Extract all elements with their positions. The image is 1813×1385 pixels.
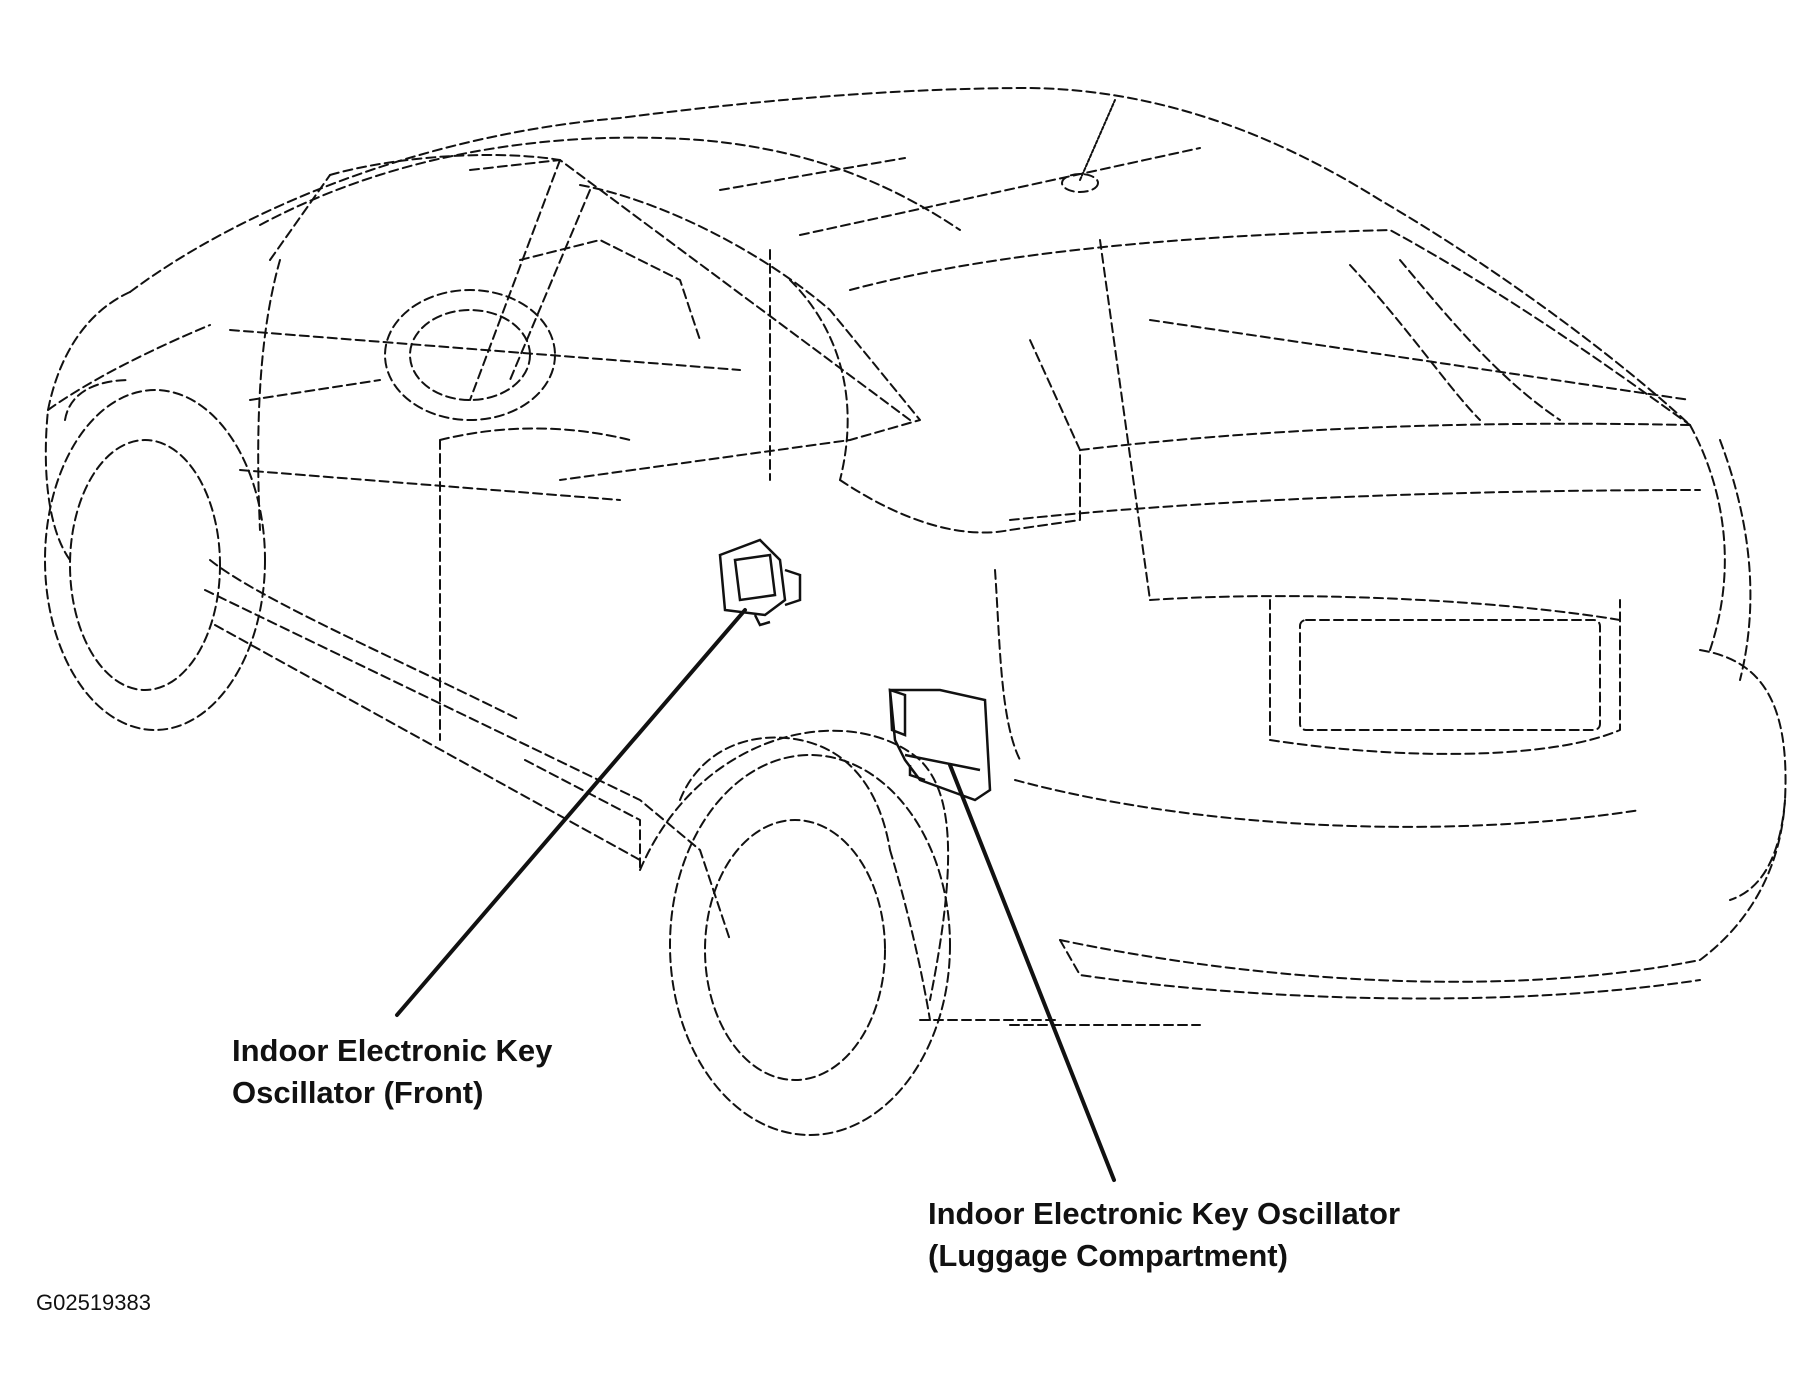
- leader-lines: [395, 608, 1116, 1182]
- rear-bumper: [1699, 649, 1787, 901]
- rear-wheel: [669, 736, 951, 1136]
- rear-window: [1099, 239, 1621, 621]
- a-pillar: [269, 159, 911, 421]
- front-oscillator-component: [718, 538, 802, 627]
- front-wheel: [44, 379, 266, 731]
- luggage-oscillator-component: [888, 688, 992, 802]
- callout-luggage-line2: (Luggage Compartment): [928, 1238, 1288, 1273]
- roof-line: [129, 87, 1691, 426]
- leader-line-front: [395, 608, 747, 1017]
- car-body-outline: [44, 87, 1787, 1136]
- b-pillar: [769, 249, 849, 481]
- side-sill: [204, 589, 731, 941]
- leader-line-luggage: [948, 763, 1116, 1182]
- roof-inner-line: [259, 136, 961, 231]
- callout-front-line1: Indoor Electronic Key: [232, 1033, 553, 1068]
- callout-label-front-oscillator: Indoor Electronic Key Oscillator (Front): [232, 1030, 552, 1114]
- rear-quarter: [839, 339, 1081, 534]
- antenna: [1079, 99, 1116, 181]
- callout-front-line2: Oscillator (Front): [232, 1075, 484, 1110]
- figure-id: G02519383: [36, 1290, 151, 1315]
- roof-rear-line: [849, 229, 1691, 426]
- front-door: [439, 427, 631, 741]
- callout-label-luggage-oscillator: Indoor Electronic Key Oscillator (Luggag…: [928, 1193, 1400, 1277]
- callout-luggage-line1: Indoor Electronic Key Oscillator: [928, 1196, 1401, 1231]
- license-plate-area: [1299, 619, 1601, 731]
